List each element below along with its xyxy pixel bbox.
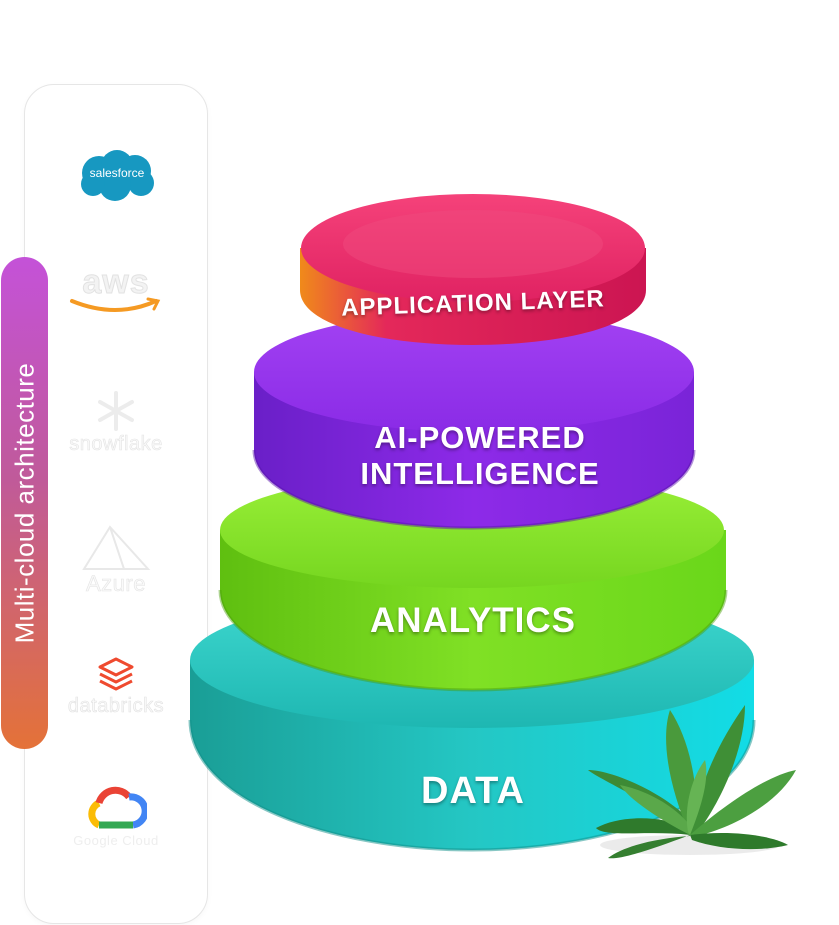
tier-ai-label-line2: INTELLIGENCE (360, 456, 600, 491)
tier-application-layer (300, 194, 646, 345)
salesforce-logo-text: salesforce (89, 166, 145, 180)
logo-panel: salesforce aws snowflake Azure (24, 84, 208, 924)
tier-data-label: DATA (421, 770, 525, 812)
google-cloud-icon (88, 786, 147, 829)
snowflake-logo: snowflake (25, 389, 207, 456)
aws-logo: aws (25, 263, 207, 315)
azure-logo: Azure (25, 525, 207, 597)
tier-ai-label-line1: AI-POWERED (374, 420, 586, 455)
azure-logo-text: Azure (86, 571, 146, 597)
databricks-layers-icon (98, 657, 134, 691)
aws-smile-icon (70, 297, 161, 312)
tier-ai-powered-intelligence (252, 312, 696, 530)
tier-analytics-label: ANALYTICS (369, 601, 577, 640)
succulent-plant-icon (588, 705, 796, 859)
snowflake-icon (98, 391, 134, 431)
azure-triangle-icon (82, 525, 151, 570)
snowflake-logo-text: snowflake (69, 433, 163, 456)
databricks-logo: databricks (25, 655, 207, 718)
databricks-logo-text: databricks (67, 695, 165, 718)
google-cloud-logo: Google Cloud (25, 785, 207, 848)
salesforce-cloud-icon: salesforce (75, 147, 159, 203)
aws-logo-text: aws (82, 263, 150, 301)
multi-cloud-tab: Multi-cloud architecture (1, 257, 48, 749)
google-cloud-logo-text: Google Cloud (73, 833, 159, 848)
